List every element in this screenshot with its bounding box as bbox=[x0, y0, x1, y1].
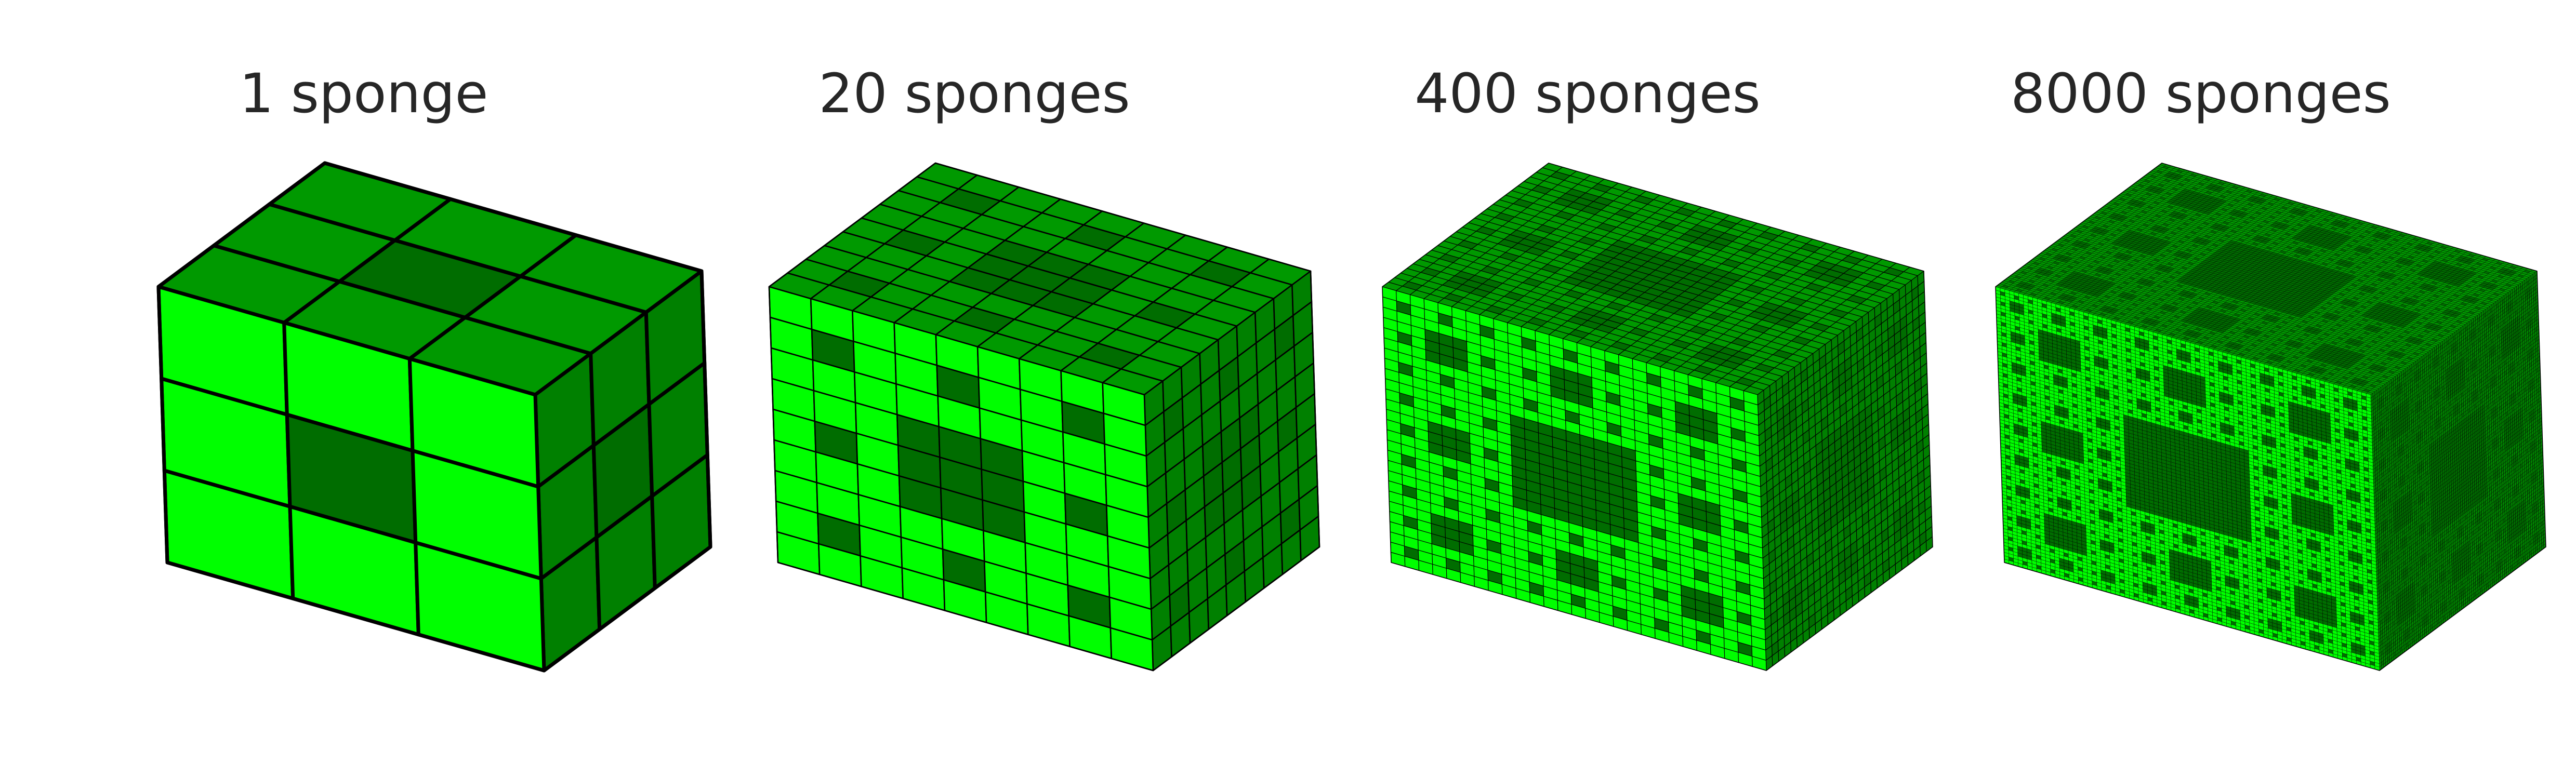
sponge-cube-4 bbox=[1995, 163, 2546, 671]
panel-title-8000-sponges: 8000 sponges bbox=[1941, 61, 2461, 126]
sponge-cube-2 bbox=[768, 162, 1320, 672]
cube-outline bbox=[156, 161, 712, 673]
panel-title-1-sponge: 1 sponge bbox=[104, 61, 624, 126]
sponge-cube-1 bbox=[156, 161, 712, 673]
cube-outline bbox=[768, 162, 1320, 672]
panel-title-400-sponges: 400 sponges bbox=[1328, 61, 1847, 126]
sponge-cube-3 bbox=[1382, 163, 1933, 671]
panel-title-20-sponges: 20 sponges bbox=[715, 61, 1234, 126]
